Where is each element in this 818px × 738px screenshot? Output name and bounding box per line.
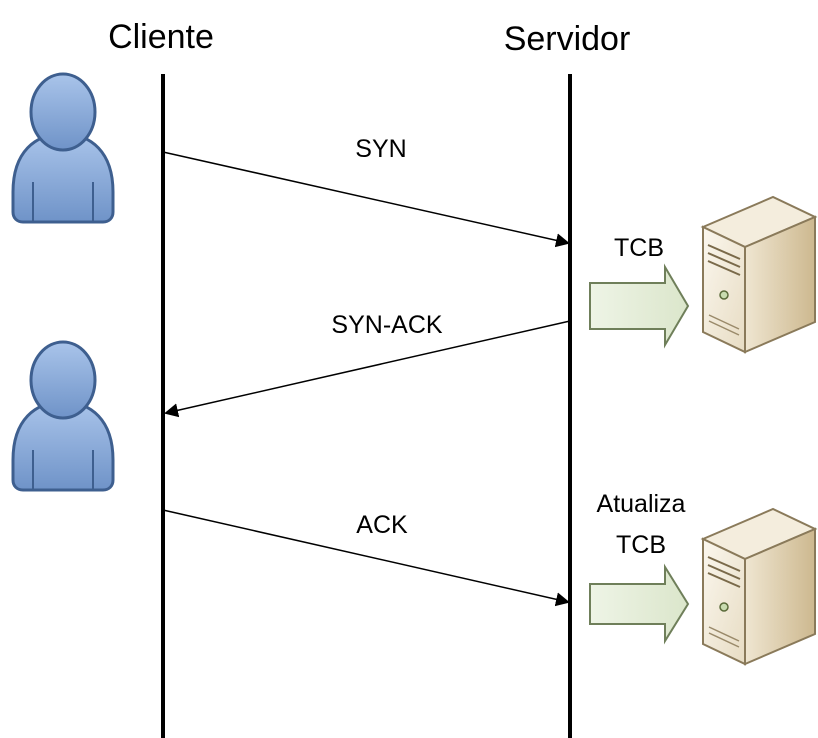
syn-arrow: [162, 151, 570, 248]
tcb-create-label: TCB: [614, 234, 664, 262]
ack-arrow: [162, 509, 570, 607]
syn-ack-label: SYN-ACK: [331, 311, 442, 339]
syn-label: SYN: [355, 135, 406, 163]
message-syn: SYN: [162, 135, 570, 248]
tcb-update-label-line2: TCB: [616, 531, 666, 559]
server-label: Servidor: [504, 20, 631, 58]
message-ack: ACK: [162, 509, 570, 607]
tcb-update-label-line1: Atualiza: [597, 490, 686, 518]
ack-label: ACK: [356, 511, 408, 539]
person-icon: [11, 340, 115, 492]
server-icon: [700, 195, 818, 354]
server-icon: [700, 507, 818, 666]
message-syn-ack: SYN-ACK: [164, 311, 571, 418]
client-label: Cliente: [108, 18, 214, 56]
syn-ack-arrow: [164, 320, 571, 418]
block-arrow-icon: [589, 563, 690, 645]
person-icon: [11, 72, 115, 224]
block-arrow-icon: [589, 263, 690, 349]
